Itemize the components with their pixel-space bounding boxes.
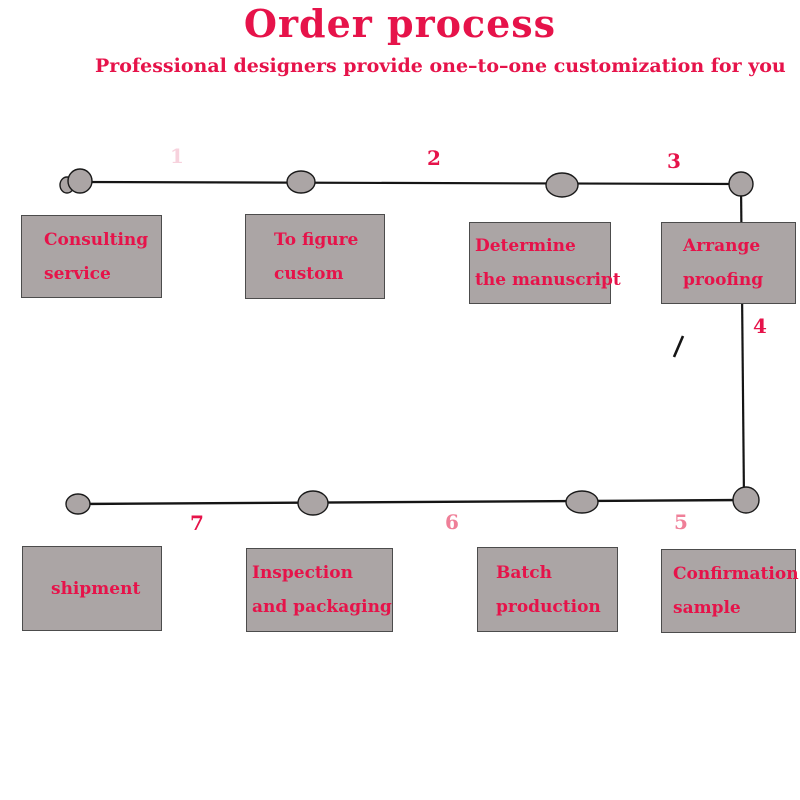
- step-box-label: shipment: [51, 578, 141, 599]
- step-box-confirmation-sample: Confirmation sample: [661, 549, 799, 633]
- step-box-label: Inspection: [252, 563, 353, 583]
- step-box-inspection-and-packaging: Inspection and packaging: [246, 548, 393, 632]
- connector-number-6: 6: [445, 510, 459, 534]
- step-box-label: Arrange: [683, 236, 761, 256]
- slash-mark: [672, 335, 685, 358]
- top-connector-line: [79, 180, 742, 186]
- step-box-label: sample: [673, 598, 741, 618]
- connector-number-5: 5: [674, 510, 688, 534]
- step-box-determine-the-manuscript: Determine the manuscript: [469, 222, 621, 304]
- node-dot-icon: [67, 168, 93, 194]
- step-box-shipment: shipment: [22, 546, 162, 631]
- connector-number-4: 4: [753, 314, 767, 338]
- connector-number-2: 2: [427, 146, 441, 170]
- step-box-label: Confirmation: [673, 564, 799, 584]
- node-dot-icon: [545, 172, 579, 198]
- step-box-label: To figure: [274, 229, 359, 250]
- step-box-label: proofing: [683, 270, 764, 290]
- node-dot-icon: [286, 170, 316, 194]
- node-dot-icon: [297, 490, 329, 516]
- step-box-arrange-proofing: Arrange proofing: [661, 222, 796, 304]
- connector-number-7: 7: [190, 511, 204, 535]
- step-box-consulting-service: Consulting service: [21, 215, 162, 298]
- step-box-label: the manuscript: [475, 270, 621, 290]
- connector-number-1: 1: [170, 144, 184, 168]
- step-box-label: and packaging: [252, 597, 392, 617]
- step-box-batch-production: Batch production: [477, 547, 618, 632]
- step-box-label: Determine: [475, 236, 576, 256]
- step-box-label: service: [44, 263, 111, 284]
- bottom-connector-line: [77, 498, 745, 506]
- step-box-label: Consulting: [44, 229, 149, 250]
- page-subtitle: Professional designers provide one–to–on…: [95, 55, 786, 77]
- node-dot-icon: [728, 171, 754, 197]
- step-box-label: Batch: [496, 562, 552, 583]
- node-dot-icon: [732, 486, 760, 514]
- page-title: Order process: [243, 1, 557, 46]
- node-dot-icon: [65, 493, 91, 515]
- step-box-label: custom: [274, 263, 344, 284]
- step-box-to-figure-custom: To figure custom: [245, 214, 385, 299]
- connector-number-3: 3: [667, 149, 681, 173]
- node-dot-icon: [565, 490, 599, 514]
- step-box-label: production: [496, 596, 601, 617]
